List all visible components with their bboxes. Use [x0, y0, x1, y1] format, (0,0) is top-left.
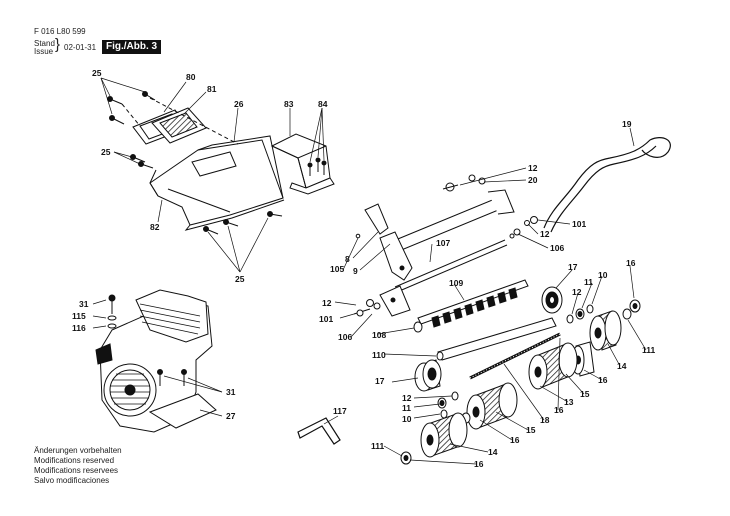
callout-11-lower: 11 [402, 403, 411, 413]
callout-84: 84 [318, 99, 328, 109]
rod-107 [394, 239, 508, 293]
frame-bar-107 [364, 189, 515, 281]
callout-80: 80 [186, 72, 196, 82]
note-de: Änderungen vorbehalten [34, 446, 122, 455]
washers-lower-left [437, 391, 471, 424]
callout-8: 8 [345, 254, 350, 264]
callout-27: 27 [226, 411, 236, 421]
roller-17-lower [414, 359, 442, 392]
callout-12-upper-right: 12 [572, 287, 582, 297]
figure-badge: Fig./Abb. 3 [102, 40, 162, 54]
callout-116: 116 [72, 323, 86, 333]
callout-15-lower: 15 [526, 425, 536, 435]
allen-key-117 [297, 417, 341, 445]
engine-27 [95, 289, 217, 433]
callout-31-engine-top: 31 [79, 299, 89, 309]
callout-14-lower: 14 [488, 447, 498, 457]
callout-10-upper-right: 10 [598, 270, 608, 280]
doc-number: F 016 L80 599 [34, 27, 86, 36]
callout-117: 117 [333, 406, 347, 416]
issue-label: Issue [34, 47, 54, 56]
callout-16-lower: 16 [474, 459, 484, 469]
drum-16-right [571, 341, 595, 377]
callout-106-right: 106 [550, 243, 564, 253]
callout-105: 105 [330, 264, 344, 274]
callout-83: 83 [284, 99, 294, 109]
callout-111-lower: 111 [371, 441, 385, 451]
callout-numbers: 25 80 81 26 83 84 25 82 25 19 12 20 101 … [72, 68, 656, 469]
callout-20: 20 [528, 175, 538, 185]
screws-25-84 [107, 91, 327, 235]
callout-18: 18 [540, 415, 550, 425]
issue-date: 02-01-31 [64, 43, 97, 52]
filter-plate-81 [151, 107, 207, 144]
callout-31-engine-side: 31 [226, 387, 236, 397]
callout-110: 110 [372, 350, 386, 360]
callout-17-lower: 17 [375, 376, 385, 386]
callout-26: 26 [234, 99, 244, 109]
callout-109: 109 [449, 278, 463, 288]
lower-bracket [379, 285, 411, 317]
callout-108: 108 [372, 330, 386, 340]
callout-12-lower: 12 [402, 393, 412, 403]
callout-81: 81 [207, 84, 217, 94]
callout-17-upper: 17 [568, 262, 578, 272]
callout-25-bottom: 25 [235, 274, 245, 284]
callout-25-mid: 25 [101, 147, 111, 157]
callout-14-right: 14 [617, 361, 627, 371]
callout-107: 107 [436, 238, 450, 248]
callout-12-right: 12 [540, 229, 550, 239]
drum-16-lower-mid [466, 382, 518, 430]
leader-lines [92, 77, 647, 465]
bearing-17-upper [541, 286, 563, 314]
drum-15-center [528, 342, 578, 390]
note-en: Modifications reserved [34, 456, 115, 465]
callout-16-right: 16 [598, 375, 608, 385]
engine-cover [149, 135, 285, 231]
callout-12-top: 12 [528, 163, 538, 173]
handle-19 [543, 137, 671, 233]
callout-16-lower-mid: 16 [510, 435, 520, 445]
callout-115: 115 [72, 311, 86, 321]
assembly-lines [121, 97, 239, 145]
washers-upper-right [566, 299, 641, 324]
shaft-110 [436, 317, 557, 361]
callout-82: 82 [150, 222, 160, 232]
blade-shaft-109 [417, 279, 529, 328]
callout-13: 13 [564, 397, 574, 407]
callout-16-center: 16 [554, 405, 564, 415]
threaded-rod-18 [469, 332, 561, 380]
callout-9: 9 [353, 266, 358, 276]
callout-106-left: 106 [338, 332, 352, 342]
stand-label: Stand [34, 39, 55, 48]
note-fr: Modifications reservees [34, 466, 119, 475]
callout-16-far-right: 16 [626, 258, 636, 268]
note-es: Salvo modificaciones [34, 476, 110, 485]
callout-101-right: 101 [572, 219, 586, 229]
drum-14-lower [400, 412, 468, 465]
frame-fasteners [353, 174, 538, 333]
callout-111-right: 111 [642, 345, 656, 355]
callout-101-left: 101 [319, 314, 333, 324]
callout-19: 19 [622, 119, 632, 129]
callout-12-left: 12 [322, 298, 332, 308]
callout-15-right: 15 [580, 389, 590, 399]
drum-14-upper [589, 310, 622, 351]
bracket-83 [270, 133, 335, 195]
callout-11-upper-right: 11 [584, 277, 593, 287]
callout-10-lower: 10 [402, 414, 412, 424]
callout-25-top: 25 [92, 68, 102, 78]
brace: } [55, 36, 61, 53]
